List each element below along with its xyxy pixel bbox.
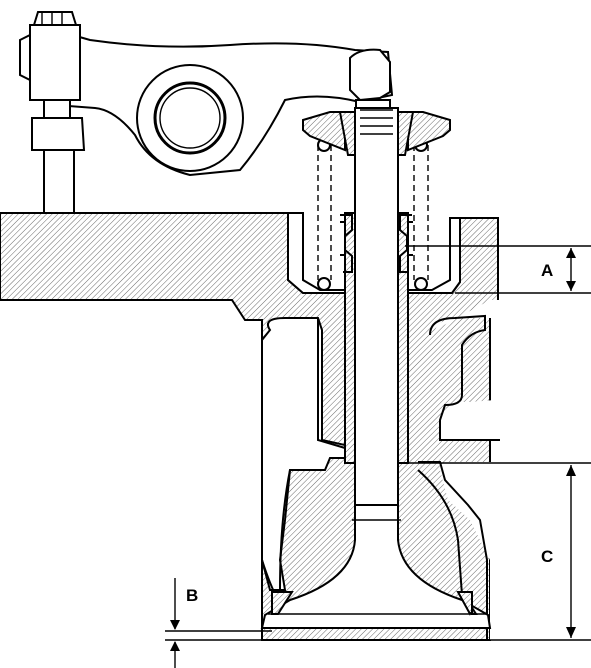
dimension-label-b: B: [186, 586, 198, 605]
pushrod: [43, 99, 75, 214]
valve-stem-seal: [340, 214, 412, 273]
lifter-collar: [31, 117, 86, 151]
port-throat-right: [417, 469, 463, 596]
dimension-b: B: [165, 578, 272, 668]
adjuster-nut: [32, 11, 78, 26]
rocker-shaft: [153, 81, 227, 155]
valve-keeper-right: [397, 111, 415, 156]
port-throat: [274, 469, 291, 599]
dimension-label-c: C: [541, 547, 553, 566]
water-jacket-outline: [429, 314, 500, 441]
water-jacket-right: [435, 300, 515, 640]
cylinder-head-casting: [0, 212, 515, 641]
dimension-c: C: [402, 462, 591, 641]
rocker-arm: [19, 11, 394, 214]
valve-seat-inserts: [271, 591, 478, 616]
spring-pocket: [287, 212, 461, 294]
stem-grooves: [360, 109, 393, 135]
valve: [260, 107, 492, 629]
valve-keeper-left: [338, 111, 356, 156]
guide-bore-left-wall: [317, 318, 346, 449]
valve-head: [260, 504, 492, 629]
dimension-label-a: A: [541, 261, 553, 280]
spring-retainer: [302, 111, 451, 156]
adjuster-block: [29, 24, 81, 101]
head-upper-block: [0, 212, 499, 641]
dimension-a: A: [405, 245, 591, 294]
rocker-tip: [349, 48, 391, 102]
water-jacket-lower-outline: [418, 461, 488, 640]
valve-stem: [354, 107, 399, 519]
